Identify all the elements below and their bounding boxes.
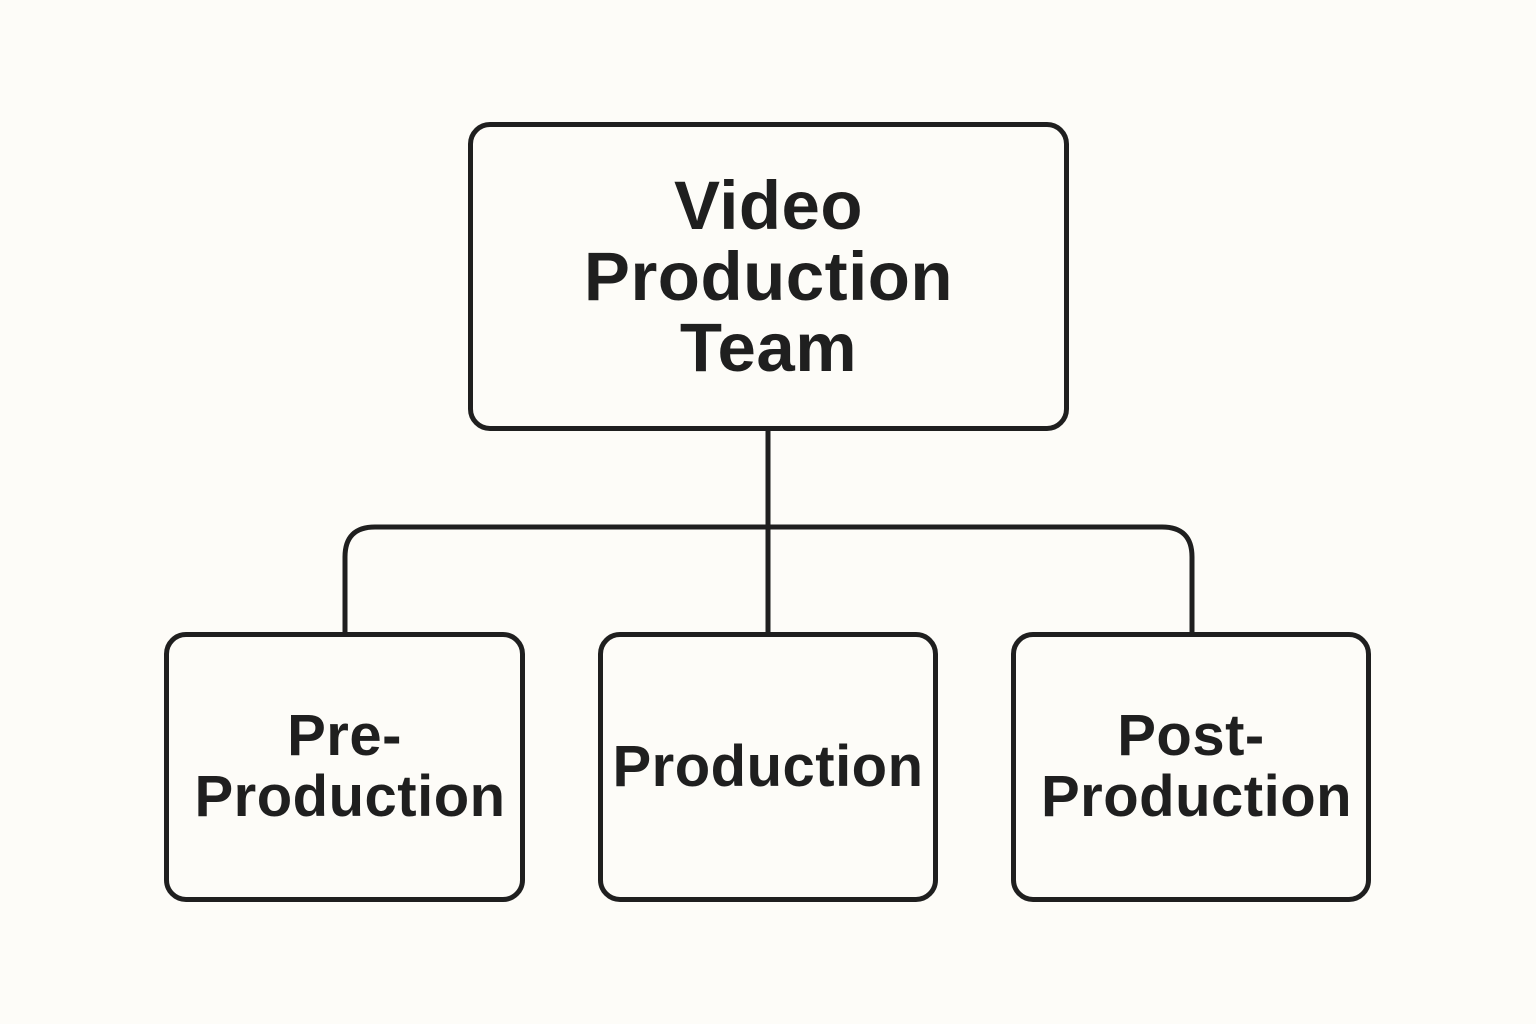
child-node-production[interactable]: Production [598, 632, 938, 902]
child-node-pre-production[interactable]: Pre-Production [164, 632, 525, 902]
root-node-label: Video Production Team [583, 166, 954, 387]
root-node-video-production-team[interactable]: Video Production Team [468, 122, 1069, 431]
child-node-post-production[interactable]: Post-Production [1011, 632, 1371, 902]
child-node-label: Production [612, 733, 924, 799]
branch-bar [342, 524, 1195, 632]
child-node-label: Post-Production [1041, 703, 1353, 829]
child-node-label: Pre-Production [194, 703, 506, 829]
